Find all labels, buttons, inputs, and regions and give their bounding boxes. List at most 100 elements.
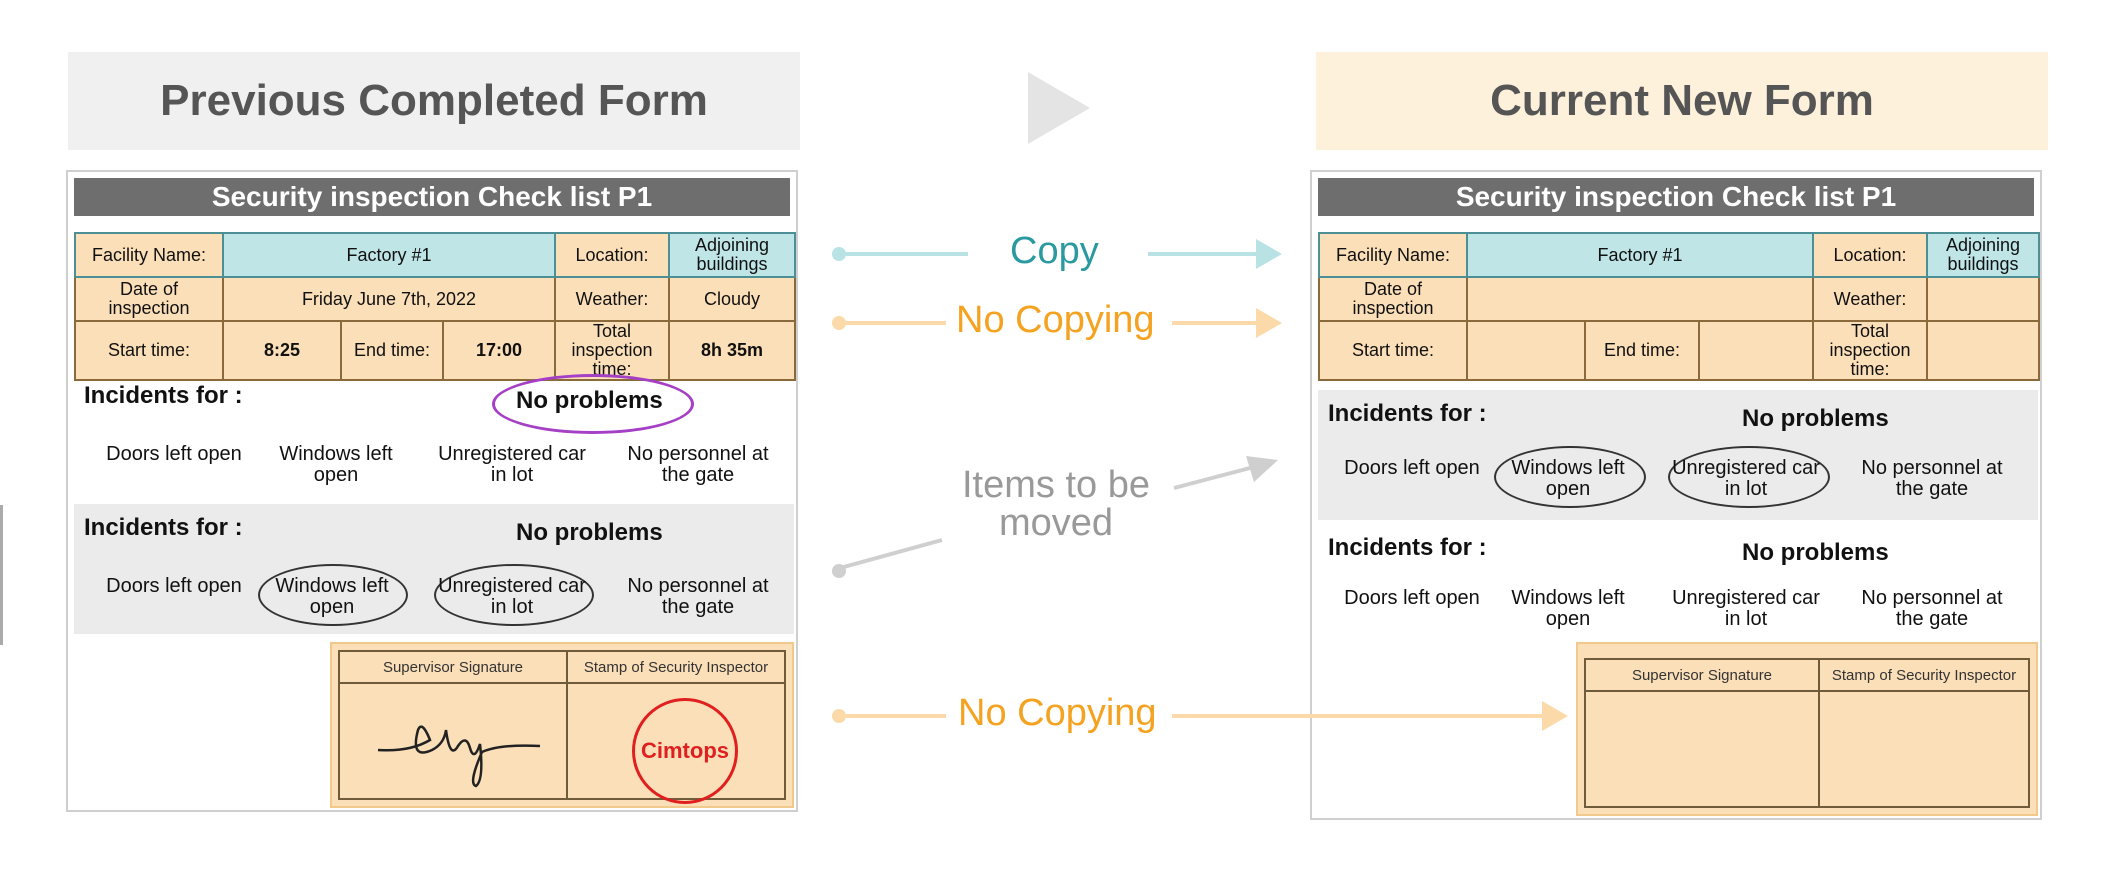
incident-item: Doors left open — [1344, 457, 1480, 479]
end-time-value-empty[interactable] — [1697, 320, 1815, 381]
weather-label: Weather: — [1812, 276, 1929, 322]
no-copying-2-label: No Copying — [958, 692, 1157, 734]
current-form-title: Current New Form — [1490, 76, 1874, 125]
signature-section: Supervisor Signature Stamp of Security I… — [1576, 642, 2038, 816]
no-copying-1-line-left — [846, 321, 946, 325]
location-label: Location: — [1812, 232, 1929, 278]
date-value-empty[interactable] — [1465, 276, 1815, 322]
inspector-stamp: Cimtops — [632, 698, 738, 804]
incident-block-2: Incidents for : No problems Doors left o… — [1318, 524, 2038, 654]
form-title: Security inspection Check list P1 — [74, 178, 790, 216]
signature-header: Supervisor Signature Stamp of Security I… — [1586, 660, 2028, 692]
previous-form-banner: Previous Completed Form — [68, 52, 800, 150]
end-time-label: End time: — [1584, 320, 1700, 381]
total-time-label: Total inspection time: — [1812, 320, 1929, 381]
no-copying-2-line-left — [846, 714, 946, 718]
items-moved-label: Items to be moved — [962, 464, 1150, 544]
windows-oval — [1494, 446, 1646, 508]
no-copying-2-arrowhead-icon — [1542, 701, 1568, 731]
incidents-heading: Incidents for : — [1328, 534, 1487, 561]
signature-table: Supervisor Signature Stamp of Security I… — [338, 650, 786, 804]
form-title: Security inspection Check list P1 — [1318, 178, 2034, 216]
incident-item: No personnel at the gate — [1861, 587, 2003, 630]
stamp-label: Stamp of Security Inspector — [1831, 666, 2017, 684]
weather-value-empty[interactable] — [1926, 276, 2041, 322]
previous-completed-form: Security inspection Check list P1 Facili… — [66, 170, 798, 812]
incident-item: Doors left open — [1344, 587, 1480, 609]
incident-block-2: Incidents for : No problems Doors left o… — [74, 504, 794, 634]
signature-header: Supervisor Signature Stamp of Security I… — [340, 652, 784, 684]
incident-item: Unregistered car in lot — [438, 443, 586, 486]
copy-arrow-start-dot — [832, 247, 846, 261]
previous-form-title: Previous Completed Form — [160, 76, 708, 125]
start-time-label: Start time: — [1318, 320, 1468, 381]
location-label: Location: — [554, 232, 671, 278]
start-time-label: Start time: — [74, 320, 224, 381]
incident-block-1: Incidents for : No problems Doors left o… — [1318, 390, 2038, 520]
no-problems-label: No problems — [516, 519, 663, 546]
date-value: Friday June 7th, 2022 — [221, 276, 557, 322]
items-moved-arrow-lines — [839, 456, 1278, 570]
incident-item: Windows left open — [275, 575, 389, 618]
car-oval — [434, 564, 594, 626]
incident-item: Doors left open — [106, 575, 242, 597]
copy-arrowhead-icon — [1256, 239, 1282, 269]
windows-oval — [258, 564, 408, 626]
signature-section: Supervisor Signature Stamp of Security I… — [330, 642, 794, 808]
facility-name-value: Factory #1 — [221, 232, 557, 278]
copy-arrow-line-right — [1148, 252, 1258, 256]
incident-item: Doors left open — [106, 443, 242, 465]
signature-scribble — [377, 725, 541, 788]
items-moved-arrowhead-icon — [1246, 456, 1278, 482]
left-edge-bar — [0, 505, 3, 645]
current-new-form: Security inspection Check list P1 Facili… — [1310, 170, 2042, 820]
date-label: Date of inspection — [1318, 276, 1468, 322]
no-copying-1-start-dot — [832, 316, 846, 330]
weather-value: Cloudy — [668, 276, 797, 322]
no-problems-label: No problems — [1742, 405, 1889, 432]
weather-label: Weather: — [554, 276, 671, 322]
facility-name-label: Facility Name: — [1318, 232, 1468, 278]
incident-item: No personnel at the gate — [1861, 457, 2003, 500]
no-problems-label: No problems — [1742, 539, 1889, 566]
signature-divider — [1818, 660, 1820, 806]
incident-item: Unregistered car in lot — [1672, 457, 1820, 500]
supervisor-signature-label: Supervisor Signature — [1631, 666, 1773, 684]
date-label: Date of inspection — [74, 276, 224, 322]
copy-label: Copy — [1010, 230, 1099, 272]
inspection-info-table: Facility Name: Factory #1 Location: Adjo… — [1318, 232, 2041, 381]
incidents-heading: Incidents for : — [1328, 400, 1487, 427]
facility-name-value: Factory #1 — [1465, 232, 1815, 278]
location-value: Adjoining buildings — [1926, 232, 2041, 278]
no-copying-1-arrowhead-icon — [1256, 308, 1282, 338]
inspection-info-table: Facility Name: Factory #1 Location: Adjo… — [74, 232, 797, 381]
copy-arrow-line-left — [846, 252, 968, 256]
incident-item: Windows left open — [279, 443, 393, 486]
total-time-value-empty[interactable] — [1926, 320, 2041, 381]
incidents-heading: Incidents for : — [84, 382, 243, 409]
start-time-value: 8:25 — [222, 320, 342, 381]
no-copying-1-line-right — [1172, 321, 1258, 325]
start-time-value-empty[interactable] — [1466, 320, 1586, 381]
no-copying-2-line-right — [1172, 714, 1544, 718]
end-time-label: End time: — [340, 320, 444, 381]
incident-item: Unregistered car in lot — [1672, 587, 1820, 630]
incident-item: No personnel at the gate — [627, 443, 769, 486]
stamp-label: Stamp of Security Inspector — [583, 658, 769, 676]
stamp-text: Cimtops — [641, 738, 729, 763]
total-time-value: 8h 35m — [668, 320, 797, 381]
no-copying-1-label: No Copying — [956, 299, 1155, 341]
incident-block-1: Incidents for : No problems Doors left o… — [74, 372, 794, 502]
incidents-heading: Incidents for : — [84, 514, 243, 541]
signature-table: Supervisor Signature Stamp of Security I… — [1584, 658, 2030, 808]
location-value: Adjoining buildings — [668, 232, 797, 278]
no-problems-label: No problems — [516, 387, 663, 414]
facility-name-label: Facility Name: — [74, 232, 224, 278]
no-copying-2-start-dot — [832, 709, 846, 723]
play-arrow-icon — [1028, 72, 1090, 144]
incident-item: Windows left open — [1511, 587, 1625, 630]
total-time-label: Total inspection time: — [554, 320, 671, 381]
end-time-value: 17:00 — [441, 320, 557, 381]
incident-item: Windows left open — [1511, 457, 1625, 500]
supervisor-signature-label: Supervisor Signature — [382, 658, 524, 676]
